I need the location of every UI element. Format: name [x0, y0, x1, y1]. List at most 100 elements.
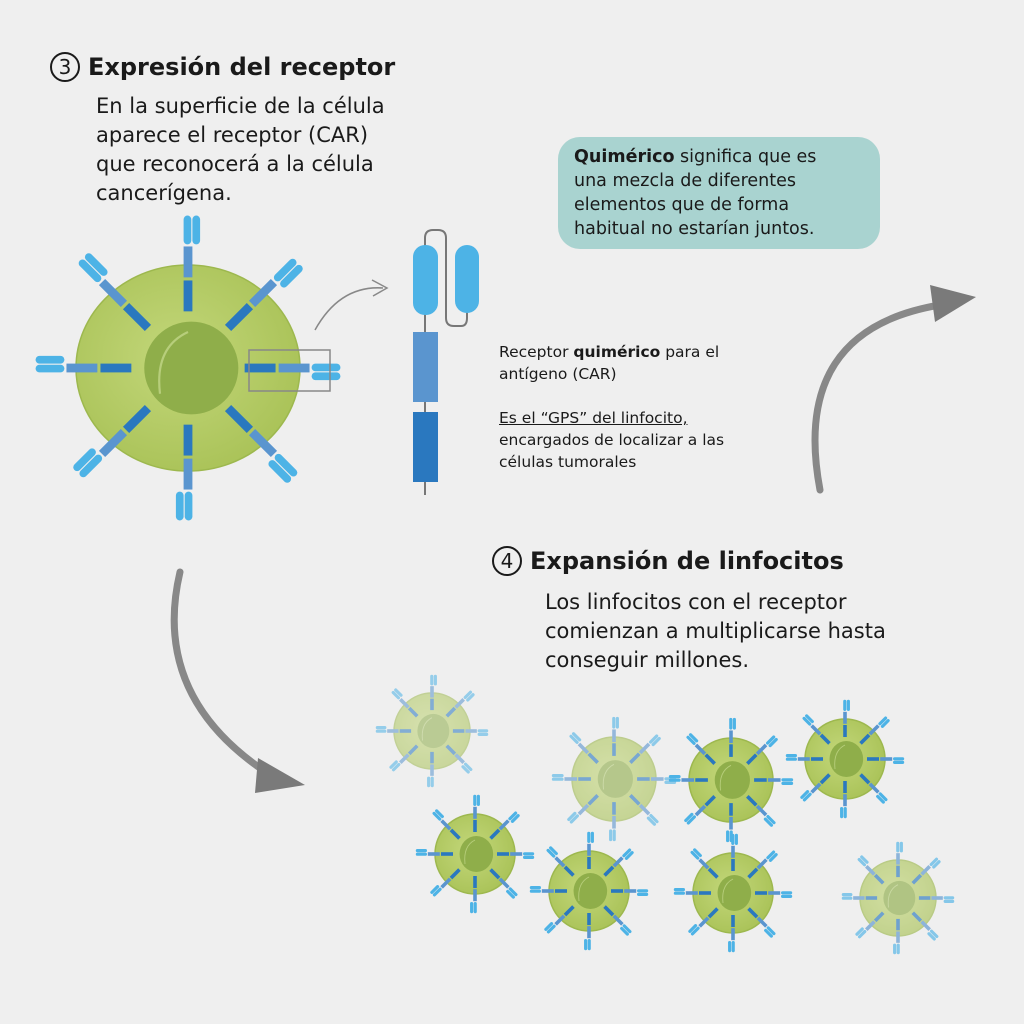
car-receptor	[747, 907, 776, 938]
cell-nucleus	[597, 760, 633, 798]
car-receptor	[857, 855, 885, 885]
car-receptor	[855, 911, 885, 939]
car-receptor	[755, 891, 793, 898]
lymphocyte	[35, 215, 341, 521]
note-line: una mezcla de diferentes	[574, 171, 796, 191]
car-receptor	[728, 915, 735, 953]
curved-arrow-down-head	[255, 758, 305, 793]
car-receptor	[473, 794, 480, 832]
car-receptor	[918, 896, 955, 903]
desc-line: En la superficie de la célula	[96, 94, 385, 118]
car-receptor	[686, 733, 716, 765]
step-4-number: 4	[492, 546, 522, 576]
car-receptor	[445, 744, 473, 774]
note-line: significa que es	[674, 147, 817, 167]
car-receptor	[470, 876, 477, 914]
step-3-number: 3	[50, 52, 80, 82]
step-3-heading: 3 Expresión del receptor	[50, 52, 395, 82]
car-receptor	[546, 846, 575, 877]
car-receptor	[729, 717, 736, 757]
car-receptor	[859, 773, 888, 804]
car-receptor	[867, 757, 905, 764]
expanded-lymphocytes	[375, 674, 955, 955]
step-4-heading: 4 Expansión de linfocitos	[492, 546, 844, 576]
car-receptor	[612, 716, 619, 756]
car-receptor	[375, 726, 412, 733]
lymphocyte	[529, 831, 649, 951]
cell-nucleus	[144, 321, 239, 415]
small-arrow-to-receptor	[314, 287, 384, 331]
lymphocyte	[415, 794, 535, 914]
cell-nucleus	[829, 741, 864, 777]
car-receptor	[690, 848, 719, 879]
car-receptor	[673, 888, 711, 895]
car-receptor	[746, 795, 776, 827]
car-receptor	[415, 849, 453, 856]
car-receptor	[427, 751, 434, 788]
label-bold: quimérico	[573, 343, 661, 361]
car-t-cell-large	[35, 215, 341, 521]
car-receptor	[840, 781, 847, 819]
car-receptor	[175, 424, 193, 521]
car-receptor	[567, 794, 599, 824]
gps-text: encargados de localizar a las	[499, 431, 725, 449]
car-receptor	[224, 258, 303, 332]
car-receptor	[489, 811, 520, 840]
car-receptor	[224, 404, 298, 483]
car-receptor	[629, 794, 659, 826]
car-receptor	[746, 735, 778, 765]
car-receptor	[35, 355, 132, 373]
car-receptor	[754, 778, 794, 785]
car-receptor	[802, 714, 831, 745]
cell-nucleus	[714, 761, 750, 799]
car-receptor	[611, 889, 649, 896]
car-receptor	[911, 911, 939, 941]
car-receptor	[452, 729, 489, 736]
car-receptor	[78, 253, 152, 332]
zoom-highlight-box	[248, 349, 331, 392]
car-receptor	[688, 907, 719, 936]
car-receptor	[629, 734, 661, 764]
car-receptor	[731, 833, 738, 871]
car-receptor	[391, 688, 419, 718]
car-receptor	[529, 886, 567, 893]
desc-line: comienzan a multiplicarse hasta	[545, 619, 886, 643]
label-text: para el	[660, 343, 720, 361]
gps-text: células tumorales	[499, 453, 637, 471]
car-receptor	[244, 363, 341, 381]
car-receptor	[432, 809, 461, 840]
car-receptor	[489, 868, 518, 899]
cell-nucleus	[459, 836, 494, 872]
cell-nucleus	[717, 875, 752, 911]
desc-line: Los linfocitos con el receptor	[545, 590, 847, 614]
desc-line: cancerígena.	[96, 181, 232, 205]
curved-arrow-up-head	[930, 285, 976, 322]
car-receptor	[609, 802, 616, 842]
desc-line: conseguir millones.	[545, 648, 750, 672]
step-4-description: Los linfocitos con el receptor comienzan…	[545, 588, 886, 675]
receptor-label: Receptor quimérico para el antígeno (CAR…	[499, 341, 724, 473]
car-receptor	[911, 857, 941, 885]
car-receptor	[497, 852, 535, 859]
car-receptor	[684, 795, 716, 825]
car-receptor	[584, 913, 591, 951]
car-receptor	[668, 775, 708, 782]
cell-nucleus	[573, 873, 608, 909]
desc-line: aparece el receptor (CAR)	[96, 123, 369, 147]
car-receptor	[800, 773, 831, 802]
chimeric-definition-note: Quimérico significa que es una mezcla de…	[558, 137, 880, 249]
step-3-title: Expresión del receptor	[88, 53, 396, 81]
lymphocyte	[785, 699, 905, 819]
car-receptor	[893, 918, 900, 955]
step-3-description: En la superficie de la célula aparece el…	[96, 92, 385, 208]
lymphocyte	[673, 833, 793, 953]
small-arrow-head	[371, 279, 389, 297]
curved-arrow-down	[170, 568, 279, 782]
car-receptor	[603, 905, 632, 936]
car-receptor	[841, 893, 878, 900]
car-receptor	[183, 215, 201, 312]
lymphocyte	[375, 674, 489, 788]
note-line: habitual no estarían juntos.	[574, 219, 815, 239]
cell-nucleus	[883, 880, 916, 916]
